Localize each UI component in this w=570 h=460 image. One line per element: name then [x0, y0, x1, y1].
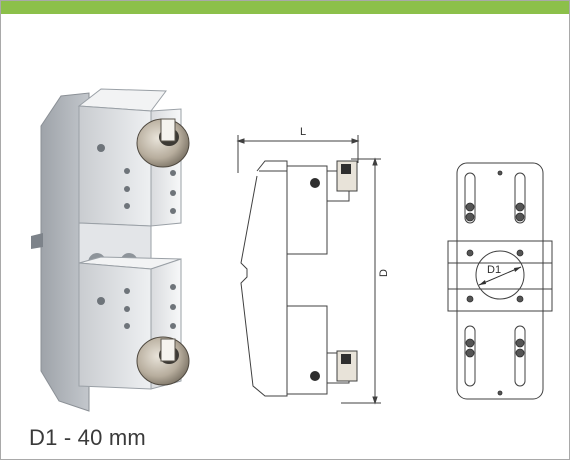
side-view-drawing	[236, 135, 381, 405]
front-view-drawing	[447, 162, 553, 400]
caption-text: D1 - 40 mm	[29, 425, 146, 450]
holder-3d-image	[31, 88, 190, 412]
front-view-bolts	[465, 170, 525, 396]
bore-dimension-line	[478, 266, 522, 286]
dim-label-length: L	[300, 126, 306, 138]
dim-label-height: D	[378, 269, 390, 277]
accent-bar	[1, 1, 569, 14]
product-figure: L D D1	[31, 88, 553, 412]
side-view-parts	[310, 160, 358, 382]
dim-label-bore: D1	[487, 264, 501, 276]
